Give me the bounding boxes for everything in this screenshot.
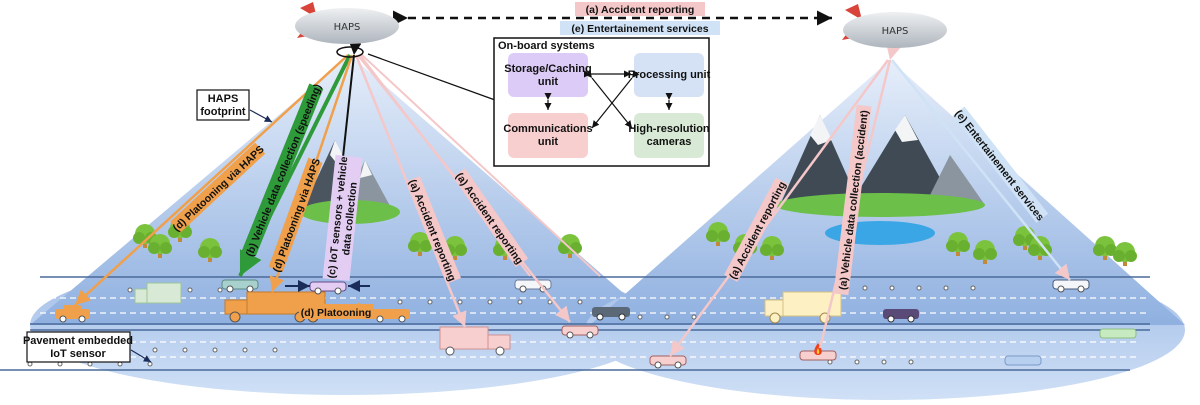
sensor-callout: Pavement embedded IoT sensor xyxy=(23,331,152,363)
car-slate xyxy=(592,307,630,321)
iot-sensor xyxy=(881,359,887,365)
iot-sensor xyxy=(637,314,643,320)
tree xyxy=(1113,242,1137,266)
zoom-connector xyxy=(367,53,496,101)
haps-airship-right: HAPS xyxy=(842,4,947,48)
car-teal xyxy=(221,279,259,293)
iot-sensor xyxy=(827,359,833,365)
accident-tag xyxy=(575,2,705,16)
svg-text:High-resolution: High-resolution xyxy=(628,123,710,135)
inter-haps-link: (a) Accident reporting (e) Entertainemen… xyxy=(393,2,832,35)
iot-sensor xyxy=(577,299,583,305)
iot-sensor xyxy=(397,299,403,305)
car-orange-left xyxy=(55,305,90,323)
car-lilac xyxy=(309,281,347,295)
iot-sensor xyxy=(691,314,697,320)
iot-sensor xyxy=(970,285,976,291)
iot-sensor xyxy=(182,347,188,353)
car-white-right xyxy=(1052,279,1090,293)
car-light-blue xyxy=(1004,355,1042,366)
iot-sensor xyxy=(908,359,914,365)
iot-sensor xyxy=(547,299,553,305)
tree xyxy=(1028,236,1052,260)
processing-unit: Processing unit xyxy=(628,53,711,97)
iot-sensor xyxy=(664,314,670,320)
tree xyxy=(133,224,157,248)
car-light-green xyxy=(1099,328,1137,339)
onboard-systems-panel: On-board systems Storage/Caching unit Pr… xyxy=(493,37,711,167)
haps-airship-left: HAPS xyxy=(295,2,399,58)
iot-sensors xyxy=(27,285,976,367)
label-platooning: (d) Platooning xyxy=(299,304,373,319)
iot-sensor xyxy=(916,285,922,291)
svg-text:footprint: footprint xyxy=(200,106,246,118)
iot-sensor xyxy=(217,287,223,293)
svg-text:IoT sensor: IoT sensor xyxy=(50,348,106,360)
tree xyxy=(760,236,784,260)
iot-sensor xyxy=(457,299,463,305)
svg-text:HAPS: HAPS xyxy=(334,22,361,33)
iot-sensor xyxy=(57,361,63,367)
iot-sensor xyxy=(187,287,193,293)
vehicles xyxy=(55,279,1137,369)
iot-sensor xyxy=(889,285,895,291)
svg-text:unit: unit xyxy=(538,136,558,148)
footprint-callout: HAPS footprint xyxy=(196,89,273,123)
tree xyxy=(946,232,970,256)
svg-text:(a) Accident reporting: (a) Accident reporting xyxy=(586,4,695,16)
svg-text:Communications: Communications xyxy=(503,123,592,135)
iot-sensor xyxy=(87,361,93,367)
entertainment-tag xyxy=(560,21,720,35)
iot-sensor xyxy=(242,347,248,353)
truck-green xyxy=(134,282,182,304)
iot-sensor xyxy=(127,287,133,293)
svg-text:Pavement embedded: Pavement embedded xyxy=(23,335,133,347)
iot-sensor xyxy=(212,347,218,353)
storage-unit: Storage/Caching unit xyxy=(504,53,592,97)
car-crashed-fire xyxy=(799,343,837,361)
car-pink-right xyxy=(649,355,687,369)
car-purple xyxy=(883,309,919,323)
onboard-arrows xyxy=(544,70,673,129)
iot-sensor xyxy=(152,347,158,353)
iot-sensor xyxy=(117,361,123,367)
svg-text:Storage/Caching: Storage/Caching xyxy=(504,63,591,75)
iot-sensor xyxy=(427,299,433,305)
iot-sensor xyxy=(27,361,33,367)
tree xyxy=(408,232,432,256)
tree xyxy=(1093,236,1117,260)
communications-unit: Communications unit xyxy=(503,113,593,158)
svg-text:HAPS: HAPS xyxy=(882,26,909,37)
svg-text:(e) Entertainement services: (e) Entertainement services xyxy=(571,23,708,35)
svg-text:(d) Platooning: (d) Platooning xyxy=(301,307,372,319)
tree xyxy=(706,222,730,246)
iot-sensor xyxy=(854,359,860,365)
svg-text:On-board systems: On-board systems xyxy=(498,40,595,52)
tree xyxy=(198,238,222,262)
tree xyxy=(148,234,172,258)
iot-sensor xyxy=(517,299,523,305)
svg-text:unit: unit xyxy=(538,76,558,88)
svg-text:cameras: cameras xyxy=(647,136,692,148)
car-orange-right xyxy=(372,309,410,323)
truck-pink xyxy=(439,326,511,356)
iot-sensor xyxy=(943,285,949,291)
iot-sensor xyxy=(147,361,153,367)
svg-text:HAPS: HAPS xyxy=(208,93,239,105)
mountains-right xyxy=(775,115,985,245)
svg-text:Processing unit: Processing unit xyxy=(628,69,711,81)
car-pink xyxy=(561,325,599,339)
tree xyxy=(973,240,997,264)
iot-sensor xyxy=(272,347,278,353)
iot-sensor xyxy=(487,299,493,305)
iot-sensor xyxy=(862,285,868,291)
high-resolution-cameras: High-resolution cameras xyxy=(628,113,710,158)
